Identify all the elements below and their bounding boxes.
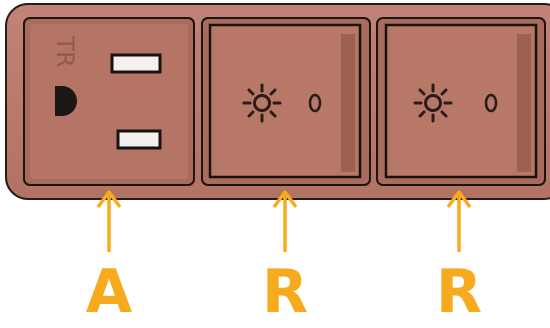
ground-hole — [55, 86, 77, 116]
callout-label-switch-1: R — [261, 257, 309, 327]
rocker-switch-2[interactable] — [376, 17, 546, 186]
rocker-switch-1[interactable] — [201, 17, 371, 186]
sun-icon — [413, 83, 453, 123]
outlet-slot-top — [110, 53, 162, 74]
sun-icon — [242, 83, 282, 123]
callout-label-outlet: A — [85, 257, 133, 327]
callout-arrow-r2 — [446, 190, 472, 252]
tamper-resistant-marking: TR — [51, 35, 79, 67]
outlet-slot-bottom — [116, 129, 162, 150]
callout-arrow-a — [96, 190, 122, 252]
callout-label-switch-2: R — [435, 257, 483, 327]
off-circle-icon — [308, 93, 322, 113]
outlet-module: TR — [23, 17, 195, 186]
callout-arrow-r1 — [272, 190, 298, 252]
off-circle-icon — [484, 93, 498, 113]
